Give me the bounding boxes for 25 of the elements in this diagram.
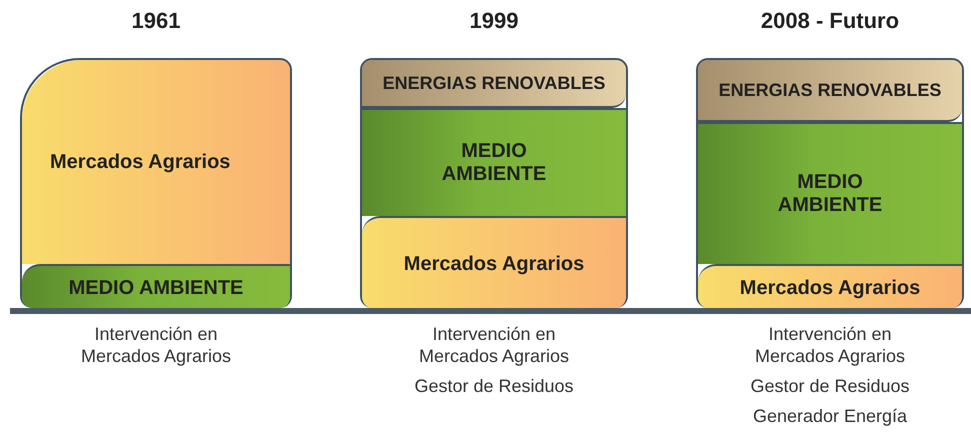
band-segment [362, 108, 626, 216]
band-label: Mercados Agrarios [740, 276, 920, 300]
band-segment [22, 60, 290, 264]
column-caption: Intervención en Mercados Agrarios [80, 323, 232, 367]
column-caption: Gestor de Residuos [750, 375, 910, 397]
column-caption: Generador Energía [752, 405, 908, 427]
band-label: ENERGIAS RENOVABLES [382, 72, 606, 94]
band-segment [698, 264, 962, 308]
band-segment [698, 60, 962, 122]
column-caption: Intervención en Mercados Agrarios [754, 323, 906, 367]
band-label: Mercados Agrarios [50, 150, 230, 174]
band-segment [698, 122, 962, 264]
band-segment [362, 216, 626, 308]
band-segment [22, 264, 290, 308]
band-label: MEDIO AMBIENTE [776, 171, 884, 217]
year-heading: 1999 [470, 8, 518, 34]
band-label: MEDIO AMBIENTE [68, 276, 244, 300]
band-label: ENERGIAS RENOVABLES [718, 80, 942, 100]
year-heading: 2008 - Futuro [760, 8, 900, 34]
band-segment [362, 60, 626, 108]
band-label: MEDIO AMBIENTE [440, 140, 548, 186]
column-caption: Intervención en Mercados Agrarios [418, 323, 570, 367]
column-caption: Gestor de Residuos [414, 375, 574, 397]
band-label: Mercados Agrarios [404, 252, 584, 276]
year-heading: 1961 [132, 8, 180, 34]
